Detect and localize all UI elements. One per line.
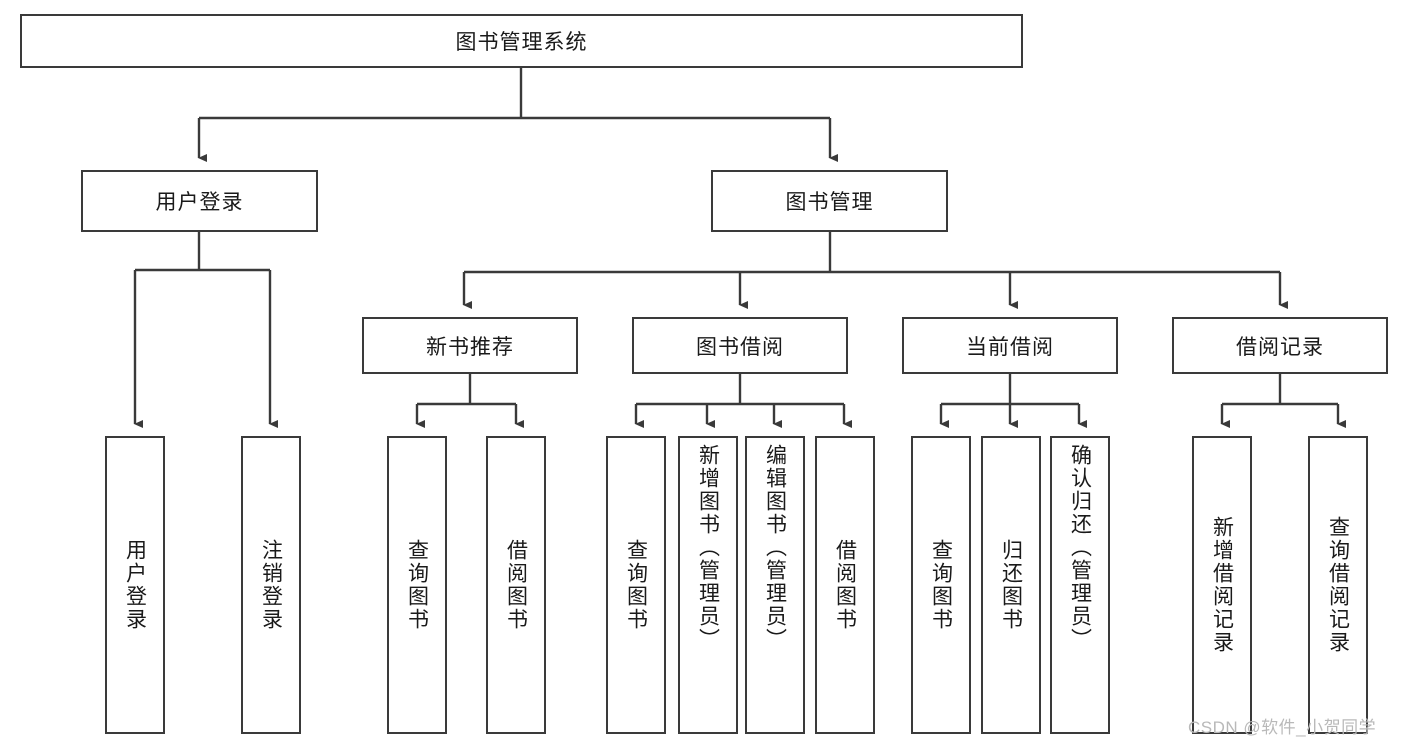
node-book-borrow[interactable]: 图书借阅 — [632, 317, 848, 374]
leaf-edit-book[interactable]: 编辑图书（管理员） — [745, 436, 805, 734]
leaf-add-borrow-record[interactable]: 新增借阅记录 — [1192, 436, 1252, 734]
node-label: 借阅图书 — [833, 539, 857, 631]
node-label: 当前借阅 — [966, 335, 1054, 359]
leaf-query-book-recommend[interactable]: 查询图书 — [387, 436, 447, 734]
leaf-borrow-book[interactable]: 借阅图书 — [815, 436, 875, 734]
node-borrow-record[interactable]: 借阅记录 — [1172, 317, 1388, 374]
leaf-query-book-current[interactable]: 查询图书 — [911, 436, 971, 734]
node-label: 查询图书 — [624, 539, 648, 631]
node-label: 查询借阅记录 — [1326, 516, 1350, 654]
node-user-login[interactable]: 用户登录 — [81, 170, 318, 232]
leaf-borrow-book-recommend[interactable]: 借阅图书 — [486, 436, 546, 734]
node-label: 查询图书 — [929, 539, 953, 631]
node-label: 注销登录 — [259, 539, 283, 631]
node-label: 借阅记录 — [1236, 335, 1324, 359]
node-label: 归还图书 — [999, 539, 1023, 631]
node-label: 用户登录 — [123, 539, 147, 631]
node-label: 确认归还（管理员） — [1068, 444, 1092, 651]
leaf-user-login[interactable]: 用户登录 — [105, 436, 165, 734]
leaf-return-book[interactable]: 归还图书 — [981, 436, 1041, 734]
node-label: 编辑图书（管理员） — [763, 444, 787, 651]
leaf-add-book[interactable]: 新增图书（管理员） — [678, 436, 738, 734]
csdn-watermark: CSDN @软件_小贺同学 — [1188, 718, 1377, 737]
node-label: 图书管理 — [785, 191, 874, 214]
node-root-system[interactable]: 图书管理系统 — [20, 14, 1023, 68]
leaf-query-borrow-record[interactable]: 查询借阅记录 — [1308, 436, 1368, 734]
node-label: 用户登录 — [155, 191, 244, 214]
node-label: 新增图书（管理员） — [696, 444, 720, 651]
node-label: 新书推荐 — [426, 335, 514, 359]
leaf-query-book-borrow[interactable]: 查询图书 — [606, 436, 666, 734]
node-book-management[interactable]: 图书管理 — [711, 170, 948, 232]
node-label: 查询图书 — [405, 539, 429, 631]
node-label: 图书管理系统 — [455, 31, 588, 54]
node-label: 新增借阅记录 — [1210, 516, 1234, 654]
leaf-confirm-return[interactable]: 确认归还（管理员） — [1050, 436, 1110, 734]
leaf-logout-login[interactable]: 注销登录 — [241, 436, 301, 734]
node-new-book-recommend[interactable]: 新书推荐 — [362, 317, 578, 374]
node-label: 图书借阅 — [696, 335, 784, 359]
node-current-borrow[interactable]: 当前借阅 — [902, 317, 1118, 374]
node-label: 借阅图书 — [504, 539, 528, 631]
